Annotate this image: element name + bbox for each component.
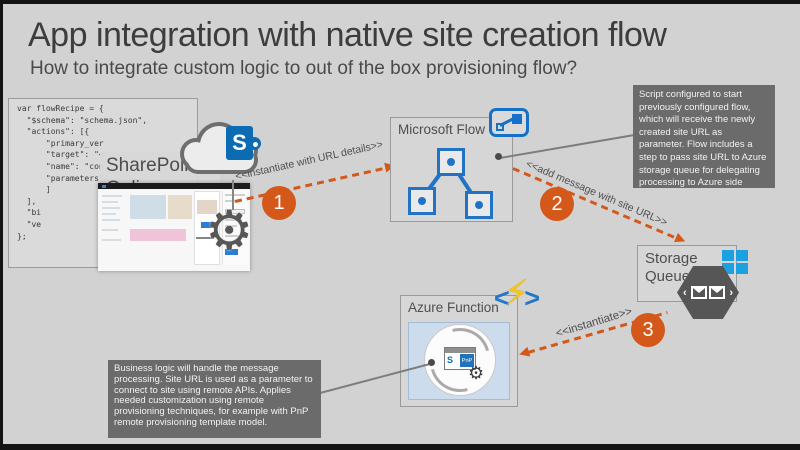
nav-line [102,201,118,203]
code-line: "primary_ver [17,138,104,148]
nav-line [102,219,120,221]
azure-function-label: Azure Function [408,300,499,315]
nav-line [102,207,120,209]
note-callout-function: Business logic will handle the message p… [108,360,321,438]
storage-label-line2: Queue [645,268,691,285]
slide-title: App integration with native site creatio… [28,16,667,54]
nav-line [102,229,118,231]
gear-icon: ⚙ [205,199,254,262]
storage-queue-label: Storage Queue [645,250,698,286]
form-line [225,225,237,227]
card-image [197,200,217,214]
arrowhead [517,346,531,360]
code-line: ] [17,185,51,195]
code-line: "target": "< [17,150,104,160]
code-line: var flowRecipe = { [17,104,104,113]
code-line: ], [17,196,37,206]
step-circle-2: 2 [540,187,574,221]
callout-dot [495,153,502,160]
small-gear-icon: ⚙ [468,363,485,384]
storage-label-line1: Storage [645,250,698,267]
code-line: }; [17,231,27,241]
note-callout-flow: Script configured to start previously co… [633,85,775,188]
code-line: "parameters" [17,173,104,183]
chevron-left-icon: ‹ [683,287,687,299]
chevron-right-icon: › [729,287,733,299]
code-line: "actions": [{ [17,127,90,137]
microsoft-flow-label: Microsoft Flow [398,122,486,137]
callout-line [499,133,636,159]
browser-window-titlebar [445,348,475,353]
connector-line [232,180,234,210]
browser-titlebar [98,183,250,189]
site-banner [130,229,186,241]
callout-dot [428,359,435,366]
left-border [0,0,3,450]
nav-line [102,213,116,215]
code-line: "name": "con [17,161,104,171]
code-line: "$schema": "schema.json", [17,115,148,125]
bracket-left-icon: < [494,283,510,313]
slide-subtitle: How to integrate custom logic to out of … [30,58,578,79]
form-line [225,219,242,221]
browser-tab-dot [102,185,106,188]
card-button [201,222,213,228]
windows-logo-icon [722,250,748,274]
lightning-bolt-icon: ⚡ [504,273,530,314]
flow-node [408,187,436,215]
code-line: "ve [17,219,42,229]
bottom-bar [0,444,800,450]
top-border [0,0,800,4]
browser-window-icon: S PnP [444,347,476,370]
site-photo [168,195,192,219]
step-circle-1: 1 [262,186,296,220]
flow-icon-square [512,114,522,124]
sharepoint-logo-cog [248,137,261,150]
envelope-icon [691,286,707,299]
create-site-card [194,191,220,265]
form-field [225,209,245,214]
form-line [225,235,243,237]
sharepoint-screenshot [98,183,250,271]
microsoft-flow-icon [489,108,529,137]
sharepoint-mini-logo: S [447,355,454,365]
bracket-right-icon: > [524,283,540,313]
nav-line [102,195,122,197]
pnp-badge: PnP [460,354,474,367]
nav-line [102,239,121,241]
flow-node [465,191,493,219]
connector-line [196,237,214,239]
code-line: "bi [17,208,42,218]
site-photo [130,195,166,219]
azure-function-icon: < ⚡ > [494,273,540,318]
step-circle-3: 3 [631,313,665,347]
form-line [225,194,245,196]
envelope-icon [709,286,725,299]
sharepoint-logo-icon: S [226,126,266,168]
form-button [225,249,238,255]
flow-node [437,148,465,176]
